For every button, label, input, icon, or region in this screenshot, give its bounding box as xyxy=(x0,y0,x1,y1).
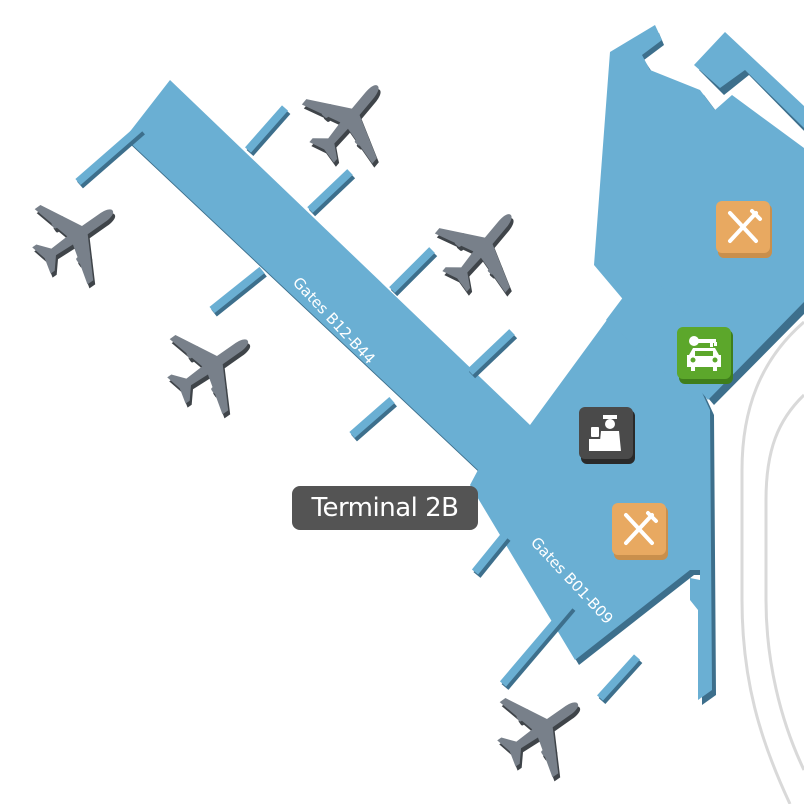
hall-annex xyxy=(694,32,804,128)
restaurant-icon[interactable] xyxy=(612,503,668,560)
airplane-icon xyxy=(480,665,607,796)
airplane-icon xyxy=(150,302,277,433)
terminal-name-label[interactable]: Terminal 2B xyxy=(292,486,478,530)
jet-bridges xyxy=(75,105,643,705)
concourse-b12-b44 xyxy=(125,80,712,700)
airplane-icon xyxy=(419,185,548,315)
car-rental-icon[interactable] xyxy=(677,327,733,384)
customs-officer-icon xyxy=(589,415,621,451)
fork-knife-icon xyxy=(624,511,658,545)
restaurant-icon[interactable] xyxy=(716,201,772,258)
fork-knife-icon xyxy=(728,209,762,243)
airplane-icon xyxy=(15,172,142,303)
roadway xyxy=(740,320,804,804)
passport-control-icon[interactable] xyxy=(579,407,635,464)
terminal-building xyxy=(125,25,804,700)
hall-upper xyxy=(606,268,700,404)
airplane-icon xyxy=(286,56,415,186)
